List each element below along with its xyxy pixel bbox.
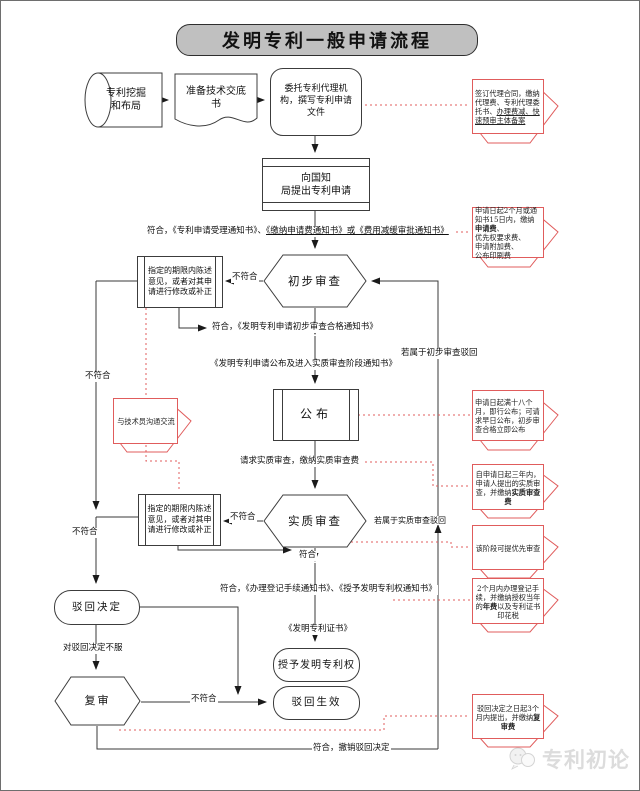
label-request-substantive: 请求实质审查，缴纳实质审查费	[239, 456, 361, 467]
callout-arrow-shape	[472, 79, 559, 144]
callout-text: 与技术员沟通交流	[117, 417, 175, 426]
node-prepare-disclosure: 准备技术交底 书	[174, 73, 258, 133]
node-reexamination: 复审	[54, 676, 141, 726]
node-substantive-exam: 实质审查	[263, 494, 367, 548]
callout-text: 签订代理合同，缴纳代理费、专利代理委托书、办理费减、快速预审主体备案	[475, 89, 540, 125]
label-not-conform-4: 不符合	[71, 527, 99, 538]
page-title-text: 发明专利一般申请流程	[222, 31, 432, 52]
band-line	[145, 495, 146, 545]
label-prelim-reject-return: 若属于初步审查驳回	[400, 348, 479, 359]
chat-bubbles-icon	[509, 747, 535, 770]
band-line	[263, 166, 369, 167]
label-not-conform-1: 不符合	[231, 272, 259, 283]
node-patent-mining: 专利挖掘 和布局	[79, 72, 163, 128]
label-publish-notice: 《发明专利申请公布及进入实质审查阶段通知书》	[209, 359, 399, 370]
callout-arrow-shape	[472, 390, 559, 451]
label-not-conform-3: 不符合	[229, 512, 257, 523]
band-line	[263, 202, 369, 203]
node-rejection-decision: 驳回决定	[54, 590, 140, 625]
node-rejection-effective: 驳回生效	[273, 686, 360, 720]
brand-name: 专利初论	[542, 747, 630, 772]
callout-text: 申请日起2个月或通知书15日内，缴纳申请费、 优先权要求费、 申请附加费、 公布…	[475, 206, 538, 260]
callout-tech-communication: 与技术员沟通交流	[113, 398, 197, 456]
label-prelim-pass: 符合，《发明专利申请初步审查合格通知书》	[211, 322, 379, 333]
callout-arrow-shape	[472, 207, 559, 268]
hexagon-shape	[54, 676, 141, 726]
band-line	[144, 257, 145, 307]
node-grant-patent: 授予发明专利权	[273, 648, 360, 682]
label-conform: 符合	[298, 550, 318, 561]
page-title: 发明专利一般申请流程	[176, 24, 478, 56]
callout-text: 驳回决定之日起3个月内提出，并缴纳复审费	[475, 703, 541, 731]
callout-priority-exam: 该阶段可提优先审查	[472, 525, 564, 582]
callout-application-fees: 申请日起2个月或通知书15日内，缴纳申请费、 优先权要求费、 申请附加费、 公布…	[472, 206, 564, 271]
label-disagree: 对驳回决定不服	[62, 643, 124, 654]
callout-publication-timing: 申请日起满十八个月，即行公布；可请求早日公布，初步审查合格立即公布	[472, 390, 564, 454]
callout-arrow-shape	[472, 464, 559, 519]
band-line	[349, 390, 350, 440]
cylinder-shape	[84, 72, 163, 128]
node-file-application: 向国知 局提出专利申请	[262, 158, 370, 211]
label-not-conform-2: 不符合	[84, 371, 112, 382]
label-not-conform-5: 不符合	[190, 694, 218, 705]
label-revoke-rejection: 符合，撤销驳回决定	[312, 743, 391, 754]
node-publish: 公布	[273, 389, 359, 441]
callout-arrow-shape	[472, 578, 559, 633]
callout-text: 自申请日起三年内，申请人提出的实质审查，并缴纳实质审查费	[475, 469, 541, 506]
callout-text: 申请日起满十八个月，即行公布；可请求早日公布，初步审查合格立即公布	[475, 398, 540, 434]
document-shape	[174, 73, 258, 127]
node-preliminary-exam: 初步审查	[263, 254, 367, 308]
callout-arrow-shape	[113, 398, 192, 453]
callout-arrow-shape	[472, 694, 559, 748]
label-acceptance-notices: 符合，《专利申请受理通知书》、《缴纳申请费通知书》或《费用减缓审批通知书》	[146, 226, 450, 237]
node-respond-amend-1: 指定的期限内陈述 意见，或者对其申 请进行修改或补正	[137, 256, 223, 308]
callout-substantive-request: 自申请日起三年内，申请人提出的实质审查，并缴纳实质审查费	[472, 464, 564, 522]
label-certificate: 《发明专利证书》	[283, 624, 354, 635]
label-substantive-reject-return: 若属于实质审查驳回	[373, 516, 447, 526]
label-grant-notices: 符合，《办理登记手续通知书》、《授予发明专利权通知书》	[219, 584, 438, 595]
hexagon-shape	[263, 254, 367, 308]
callout-registration-fees: 2个月内办理登记手续，并缴纳授权当年的年费以及专利证书印花税	[472, 578, 564, 636]
band-line	[213, 495, 214, 545]
callout-reexam-fee: 驳回决定之日起3个月内提出，并缴纳复审费	[472, 694, 564, 751]
band-line	[215, 257, 216, 307]
node-entrust-agency: 委托专利代理机 构，撰写专利申请 文件	[270, 68, 362, 136]
callout-text: 该阶段可提优先审查	[475, 543, 541, 553]
callout-text: 2个月内办理登记手续，并缴纳授权当年的年费以及专利证书印花税	[475, 583, 541, 620]
node-respond-amend-2: 指定的期限内陈述 意见，或者对其申 请进行修改或补正	[138, 494, 221, 546]
callout-agency-contract: 签订代理合同，缴纳代理费、专利代理委托书、办理费减、快速预审主体备案	[472, 79, 564, 147]
brand-logo: 专利初论	[507, 744, 630, 774]
callout-arrow-shape	[472, 525, 559, 579]
band-line	[282, 390, 283, 440]
